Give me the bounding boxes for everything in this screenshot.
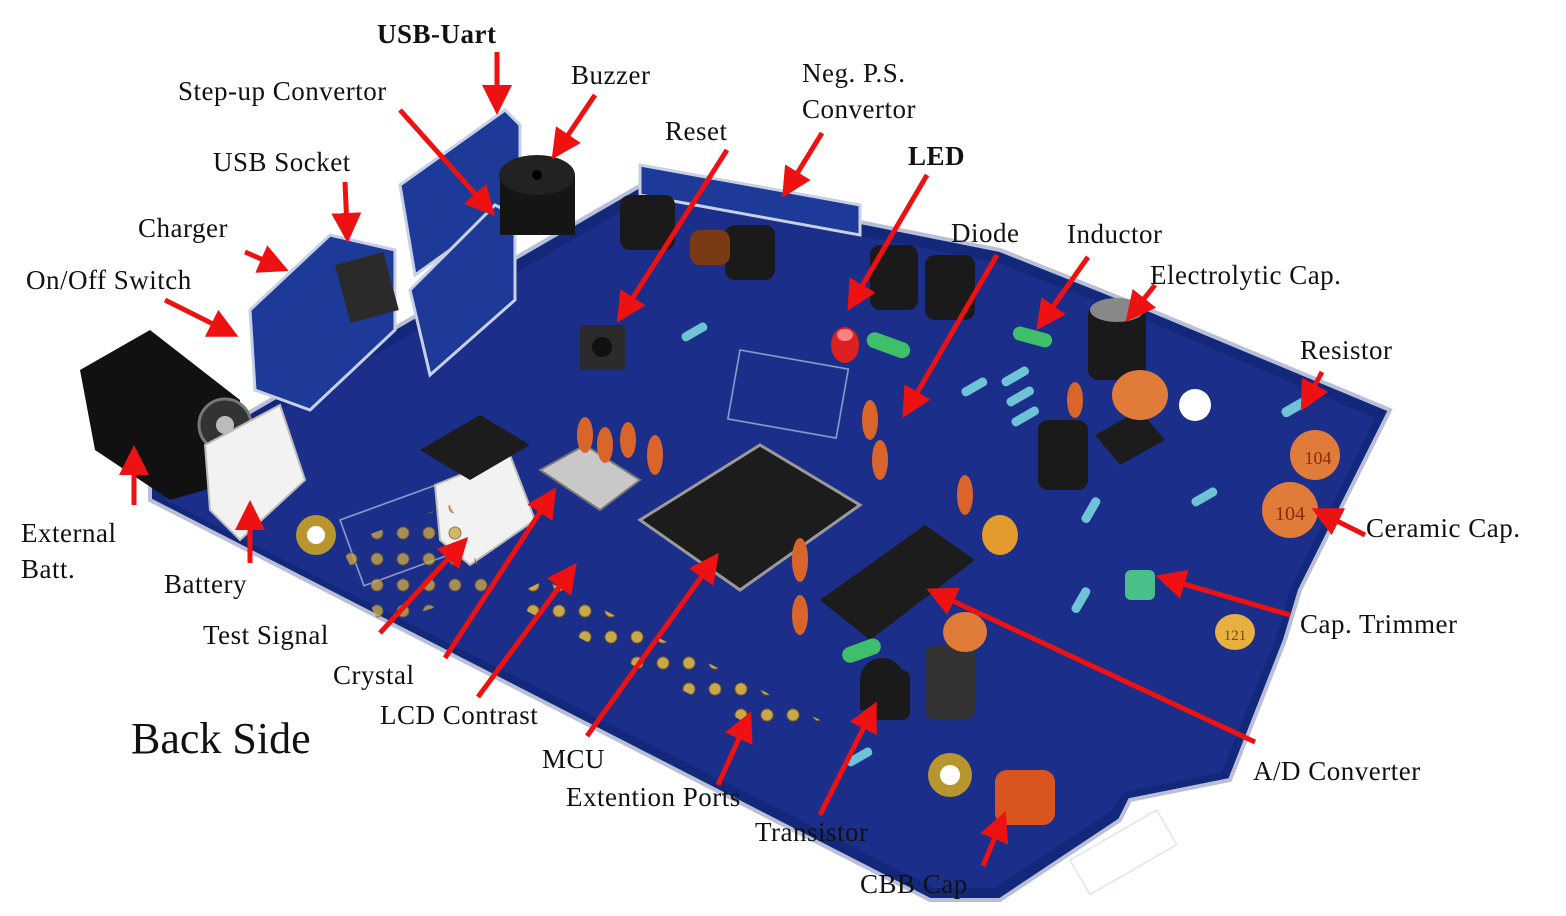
arrow-mcu — [584, 552, 719, 738]
label-lcd-contrast: LCD Contrast — [380, 700, 539, 730]
label-cbb-cap: CBB Cap — [860, 869, 968, 899]
arrow-cbb — [980, 811, 1009, 867]
arrow-charger — [244, 245, 289, 273]
arrow-onoff — [163, 297, 239, 337]
arrow-ceramic — [1311, 508, 1367, 538]
label-transistor: Transistor — [755, 817, 869, 847]
label-ad-converter: A/D Converter — [1253, 756, 1421, 786]
arrow-adc — [926, 587, 1257, 745]
arrow-ext-ports — [715, 711, 753, 787]
label-external-batt-line2: Batt. — [21, 554, 76, 584]
label-neg-ps-line2: Convertor — [802, 94, 916, 124]
arrow-neg-ps — [782, 131, 825, 198]
ceramic-marking-small: 121 — [1224, 628, 1247, 644]
buzzer — [499, 155, 575, 235]
label-reset: Reset — [665, 116, 728, 146]
arrow-buzzer — [551, 93, 598, 160]
arrow-resistor — [1300, 370, 1329, 412]
label-inductor: Inductor — [1067, 219, 1163, 249]
led — [831, 327, 859, 363]
label-ceramic-cap: Ceramic Cap. — [1366, 513, 1521, 543]
resistors — [681, 230, 1310, 767]
arrow-lcd-contrast — [475, 562, 577, 699]
page-title-back-side: Back Side — [131, 714, 311, 763]
label-extention-ports: Extention Ports — [566, 782, 741, 812]
arrow-step-up — [398, 108, 496, 217]
arrow-trimmer — [1155, 569, 1291, 618]
extension-header — [340, 505, 820, 740]
arrow-transistor — [817, 701, 877, 817]
ceramic-caps — [577, 370, 1340, 825]
daughter-boards — [248, 108, 862, 412]
arrow-test-signal — [378, 536, 469, 635]
label-cap-trimmer: Cap. Trimmer — [1300, 609, 1458, 639]
ceramic-marking: 104 — [1305, 448, 1332, 468]
arrow-usb-socket — [331, 181, 362, 243]
label-charger: Charger — [138, 213, 228, 243]
arrow-diode — [902, 253, 1000, 418]
label-step-up-convertor: Step-up Convertor — [178, 76, 387, 106]
label-battery: Battery — [164, 569, 247, 599]
label-mcu: MCU — [542, 744, 606, 774]
label-buzzer: Buzzer — [571, 60, 651, 90]
callout-arrows — [119, 52, 1367, 867]
label-neg-ps-line1: Neg. P.S. — [802, 58, 906, 88]
label-electrolytic-cap: Electrolytic Cap. — [1150, 260, 1342, 290]
label-usb-uart: USB-Uart — [377, 19, 497, 49]
arrow-electrolytic — [1125, 283, 1157, 322]
arrow-reset — [616, 148, 730, 323]
label-test-signal: Test Signal — [203, 620, 329, 650]
electrolytic-caps — [620, 195, 1146, 720]
arrow-led — [847, 173, 930, 311]
label-crystal: Crystal — [333, 660, 415, 690]
label-resistor: Resistor — [1300, 335, 1393, 365]
label-onoff-switch: On/Off Switch — [26, 265, 192, 295]
label-led: LED — [908, 141, 966, 171]
ceramic-marking: 104 — [1275, 503, 1305, 525]
label-diode: Diode — [951, 218, 1020, 248]
transistor — [860, 658, 904, 710]
label-usb-socket: USB Socket — [213, 147, 351, 177]
arrow-crystal — [442, 487, 557, 660]
label-external-batt-line1: External — [21, 518, 117, 548]
arrow-inductor — [1036, 255, 1091, 331]
